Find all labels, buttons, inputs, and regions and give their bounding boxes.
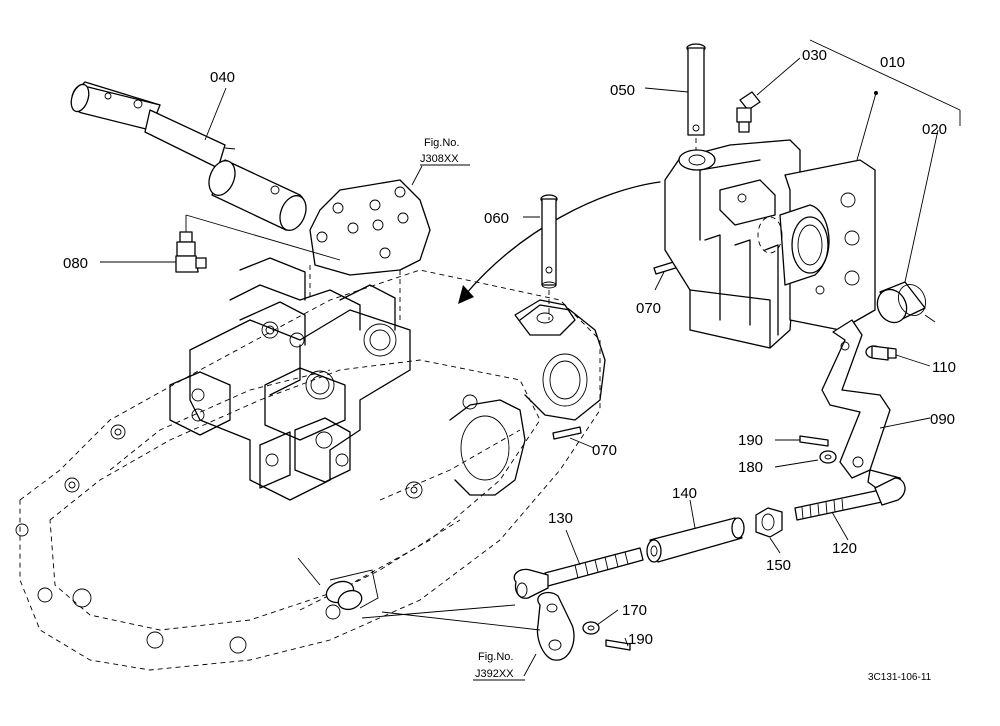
label-130: 130 (548, 510, 573, 527)
fig-reference-j308: Fig.No. J308XX (420, 137, 470, 166)
label-150: 150 (766, 557, 791, 574)
part-180-washer (819, 450, 837, 464)
housing-bore-boss (449, 299, 606, 496)
label-040: 040 (210, 69, 235, 86)
part-120-threaded-rod (794, 477, 906, 521)
label-080: 080 (63, 255, 88, 272)
fig-ref-title: Fig.No. (424, 137, 459, 149)
label-190-lower: 190 (628, 631, 653, 648)
label-180: 180 (738, 459, 763, 476)
fig-ref-code: J308XX (420, 153, 459, 165)
label-020: 020 (922, 121, 947, 138)
fig-ref-title: Fig.No. (478, 651, 513, 663)
housing-end-fitting (297, 557, 379, 611)
part-110-bolt (865, 345, 897, 361)
part-070-split-pin-lower (552, 426, 582, 440)
label-070-lower: 070 (592, 442, 617, 459)
part-020-bushing (876, 281, 936, 324)
part-140-turnbuckle (646, 517, 745, 563)
valve-block (169, 257, 411, 501)
assembly-arrow (458, 181, 661, 304)
label-010: 010 (880, 54, 905, 71)
part-030-grease-nipple (736, 91, 761, 133)
part-130-threaded-rod (513, 547, 644, 599)
label-060: 060 (484, 210, 509, 227)
part-190-split-pin-lower (605, 639, 631, 651)
part-170-washer (582, 621, 600, 635)
part-040-shaft (70, 81, 307, 231)
link-plate (536, 591, 575, 661)
fig-reference-j392: Fig.No. J392XX (473, 651, 525, 681)
label-140: 140 (672, 485, 697, 502)
part-050-pin (686, 43, 706, 160)
callout-leaders (100, 57, 939, 677)
label-050: 050 (610, 82, 635, 99)
label-090: 090 (930, 411, 955, 428)
label-190-upper: 190 (738, 432, 763, 449)
part-090-rod-arm (821, 319, 906, 499)
hydraulic-housing (15, 269, 601, 671)
label-030: 030 (802, 47, 827, 64)
drawing-code: 3C131-106-11 (868, 672, 932, 683)
part-150-nut (755, 507, 783, 538)
part-labels: 040 050 030 010 020 080 060 070 070 110 … (63, 47, 956, 648)
top-cover-plate (309, 179, 431, 320)
part-010-lift-arm-assembly (664, 91, 878, 349)
label-170: 170 (622, 602, 647, 619)
part-080-fitting (175, 214, 341, 273)
fig-ref-code: J392XX (475, 668, 514, 680)
label-070-upper: 070 (636, 300, 661, 317)
part-190-split-pin-upper (799, 435, 829, 447)
part-060-pin (540, 194, 558, 320)
label-120: 120 (832, 540, 857, 557)
alignment-lines (361, 39, 961, 631)
label-110: 110 (932, 359, 956, 376)
